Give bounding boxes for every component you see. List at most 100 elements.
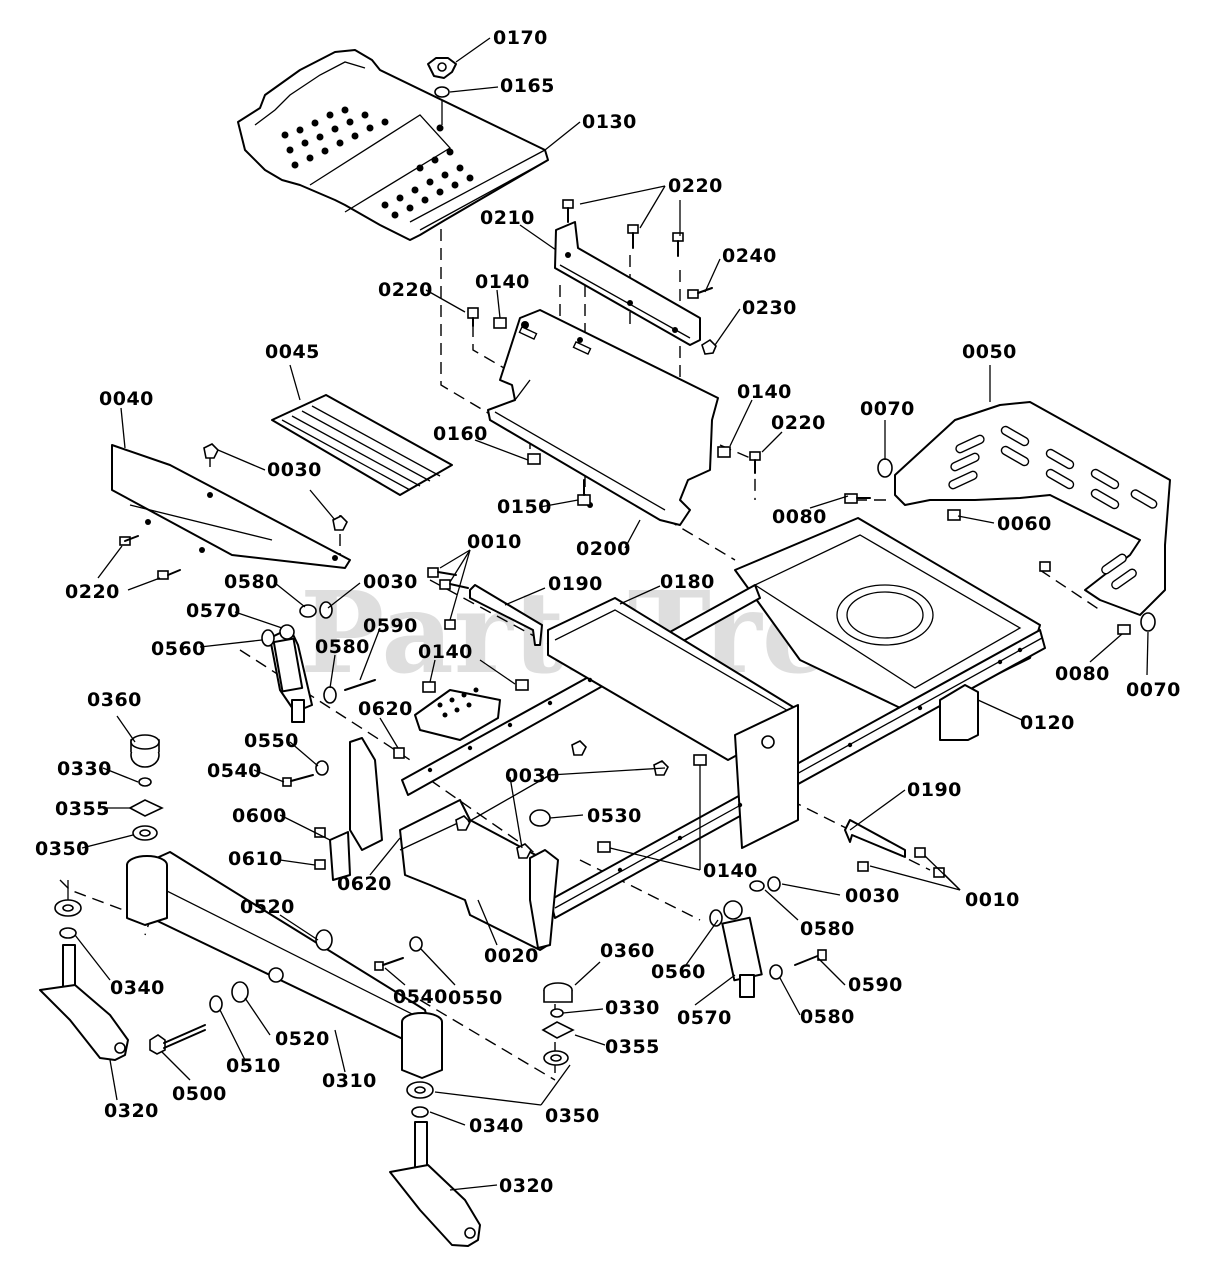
part-label: 0080 [772, 506, 827, 528]
part-label: 0140 [703, 860, 758, 882]
part-label: 0190 [548, 573, 603, 595]
part-label: 0550 [448, 987, 503, 1009]
part-label: 0355 [55, 798, 110, 820]
part-label: 0610 [228, 848, 283, 870]
frame-nuts [393, 679, 707, 859]
rear-shield-slots [948, 425, 1158, 590]
spindle-right-0320 [389, 1121, 481, 1247]
part-label: 0010 [965, 889, 1020, 911]
bolts-0220-upper [119, 199, 761, 580]
part-label: 0340 [110, 977, 165, 999]
part-label: 0140 [475, 271, 530, 293]
part-label: 0165 [500, 75, 555, 97]
panel-0200 [487, 309, 719, 526]
part-label: 0600 [232, 805, 287, 827]
pivot-hardware [149, 760, 423, 1055]
part-label: 0080 [1055, 663, 1110, 685]
bracket-0190-upper [469, 584, 543, 646]
part-label: 0220 [378, 279, 433, 301]
part-label: 0350 [35, 838, 90, 860]
part-label: 0230 [742, 297, 797, 319]
part-label: 0200 [576, 538, 631, 560]
part-label: 0620 [358, 698, 413, 720]
part-label: 0045 [265, 341, 320, 363]
part-label: 0510 [226, 1055, 281, 1077]
leader-lines [67, 37, 1149, 1191]
part-label: 0500 [172, 1083, 227, 1105]
side-panel-0040 [111, 444, 351, 569]
part-label: 0310 [322, 1070, 377, 1092]
part-label: 0070 [860, 398, 915, 420]
part-label: 0210 [480, 207, 535, 229]
part-label: 0070 [1126, 679, 1181, 701]
part-label: 0320 [499, 1175, 554, 1197]
part-label: 0140 [418, 641, 473, 663]
part-label: 0570 [677, 1007, 732, 1029]
part-label: 0360 [600, 940, 655, 962]
knob-0170 [427, 57, 457, 79]
part-label: 0340 [469, 1115, 524, 1137]
part-label: 0560 [651, 961, 706, 983]
part-label: 0360 [87, 689, 142, 711]
floor-pan-0130 [237, 49, 549, 241]
part-label: 0580 [800, 918, 855, 940]
part-label: 0170 [493, 27, 548, 49]
part-label: 0180 [660, 571, 715, 593]
part-label: 0030 [363, 571, 418, 593]
floor-pan-holes [281, 106, 474, 219]
part-label: 0330 [605, 997, 660, 1019]
part-label: 0060 [997, 513, 1052, 535]
part-label: 0140 [737, 381, 792, 403]
part-label: 0010 [467, 531, 522, 553]
part-label: 0540 [207, 760, 262, 782]
part-label: 0530 [587, 805, 642, 827]
part-label: 0620 [337, 873, 392, 895]
part-label: 0580 [224, 571, 279, 593]
part-label: 0030 [505, 765, 560, 787]
part-label: 0240 [722, 245, 777, 267]
nuts-0030-panel [203, 443, 348, 531]
part-label: 0050 [962, 341, 1017, 363]
part-label: 0350 [545, 1105, 600, 1127]
main-frame [329, 517, 1046, 951]
front-axle-0310 [126, 851, 443, 1079]
part-label: 0330 [57, 758, 112, 780]
part-labels: 0170 0165 0130 0220 0210 0240 0220 0140 … [35, 27, 1181, 1197]
part-label: 0550 [244, 730, 299, 752]
bracket-0190-lower [844, 819, 906, 858]
part-label: 0020 [484, 945, 539, 967]
spindle-left-0320 [39, 944, 129, 1061]
part-label: 0130 [582, 111, 637, 133]
part-label: 0120 [1020, 712, 1075, 734]
part-label: 0190 [907, 779, 962, 801]
part-label: 0220 [668, 175, 723, 197]
part-label: 0540 [393, 986, 448, 1008]
part-label: 0520 [275, 1028, 330, 1050]
part-label: 0150 [497, 496, 552, 518]
part-label: 0160 [433, 423, 488, 445]
part-label: 0220 [771, 412, 826, 434]
part-label: 0220 [65, 581, 120, 603]
bracket-0210 [554, 221, 701, 346]
nut-0230 [701, 338, 717, 355]
seat-bracket-holes [437, 687, 479, 718]
frame-rail-holes [427, 647, 1023, 873]
floor-mat-0045 [271, 394, 453, 496]
shock-absorber-left [261, 601, 376, 723]
spindle-hardware-right [406, 982, 575, 1118]
part-label: 0030 [267, 459, 322, 481]
part-label: 0040 [99, 388, 154, 410]
part-label: 0520 [240, 896, 295, 918]
part-label: 0590 [363, 615, 418, 637]
spindle-hardware-left [54, 734, 164, 939]
part-label: 0580 [800, 1006, 855, 1028]
part-label: 0570 [186, 600, 241, 622]
rear-shield-0050 [894, 401, 1171, 616]
shock-absorber-right [709, 876, 827, 998]
part-label: 0590 [848, 974, 903, 996]
washer-0165 [434, 86, 450, 125]
part-label: 0030 [845, 885, 900, 907]
shield-fasteners [844, 458, 1156, 635]
part-label: 0355 [605, 1036, 660, 1058]
